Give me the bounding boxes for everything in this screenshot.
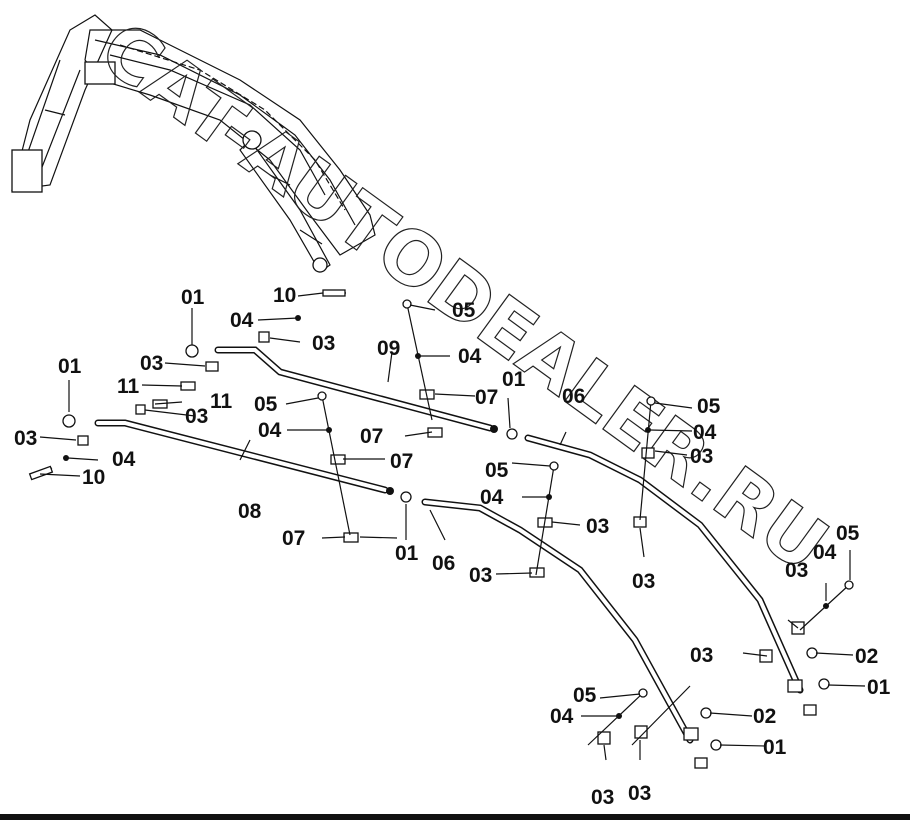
callout-01: 01 bbox=[395, 542, 419, 565]
excavator-boom-illustration bbox=[11, 14, 376, 273]
callout-04: 04 bbox=[458, 345, 482, 368]
callout-08: 08 bbox=[238, 500, 262, 523]
callout-05: 05 bbox=[254, 393, 278, 416]
callout-01: 01 bbox=[763, 736, 787, 759]
pipe-06-upper bbox=[524, 434, 804, 694]
callout-03: 03 bbox=[312, 332, 335, 355]
callout-07: 07 bbox=[282, 527, 305, 550]
callout-07: 07 bbox=[390, 450, 413, 473]
callout-05: 05 bbox=[485, 459, 509, 482]
callout-04: 04 bbox=[258, 419, 282, 442]
callout-05: 05 bbox=[836, 522, 860, 545]
callout-04: 04 bbox=[230, 309, 254, 332]
callout-03: 03 bbox=[690, 644, 713, 667]
callout-02: 02 bbox=[753, 705, 776, 728]
fittings bbox=[62, 344, 830, 769]
leader-lines bbox=[39, 292, 866, 761]
callout-03: 03 bbox=[586, 515, 609, 538]
callout-03: 03 bbox=[591, 786, 614, 809]
pipe-08 bbox=[94, 419, 389, 494]
callout-labels: 01 01 01 01 01 01 02 02 03 03 03 03 03 0… bbox=[14, 284, 891, 809]
bolts bbox=[63, 299, 854, 746]
callout-02: 02 bbox=[855, 645, 878, 668]
callout-04: 04 bbox=[550, 705, 574, 728]
callout-01: 01 bbox=[58, 355, 82, 378]
callout-04: 04 bbox=[480, 486, 504, 509]
callout-05: 05 bbox=[452, 299, 476, 322]
callout-07: 07 bbox=[475, 386, 498, 409]
pipe-06-lower bbox=[421, 498, 694, 744]
callout-10: 10 bbox=[273, 284, 296, 307]
callout-01: 01 bbox=[502, 368, 526, 391]
callout-03: 03 bbox=[690, 445, 713, 468]
callout-05: 05 bbox=[573, 684, 597, 707]
callout-04: 04 bbox=[813, 541, 837, 564]
callout-11: 11 bbox=[210, 390, 233, 413]
callout-03: 03 bbox=[785, 559, 808, 582]
callout-04: 04 bbox=[112, 448, 136, 471]
callout-06: 06 bbox=[562, 385, 585, 408]
callout-01: 01 bbox=[181, 286, 205, 309]
callout-03: 03 bbox=[628, 782, 651, 805]
pipe-09 bbox=[214, 346, 494, 432]
callout-10: 10 bbox=[82, 466, 105, 489]
callout-06: 06 bbox=[432, 552, 455, 575]
callout-07: 07 bbox=[360, 425, 383, 448]
callout-09: 09 bbox=[377, 337, 400, 360]
callout-03: 03 bbox=[632, 570, 655, 593]
callout-03: 03 bbox=[14, 427, 37, 450]
callout-05: 05 bbox=[697, 395, 721, 418]
callout-04: 04 bbox=[693, 421, 717, 444]
callout-01: 01 bbox=[867, 676, 891, 699]
callout-11: 11 bbox=[117, 375, 140, 398]
callout-03: 03 bbox=[140, 352, 163, 375]
callout-03: 03 bbox=[469, 564, 492, 587]
callout-03: 03 bbox=[185, 405, 208, 428]
bottom-border bbox=[0, 814, 910, 820]
